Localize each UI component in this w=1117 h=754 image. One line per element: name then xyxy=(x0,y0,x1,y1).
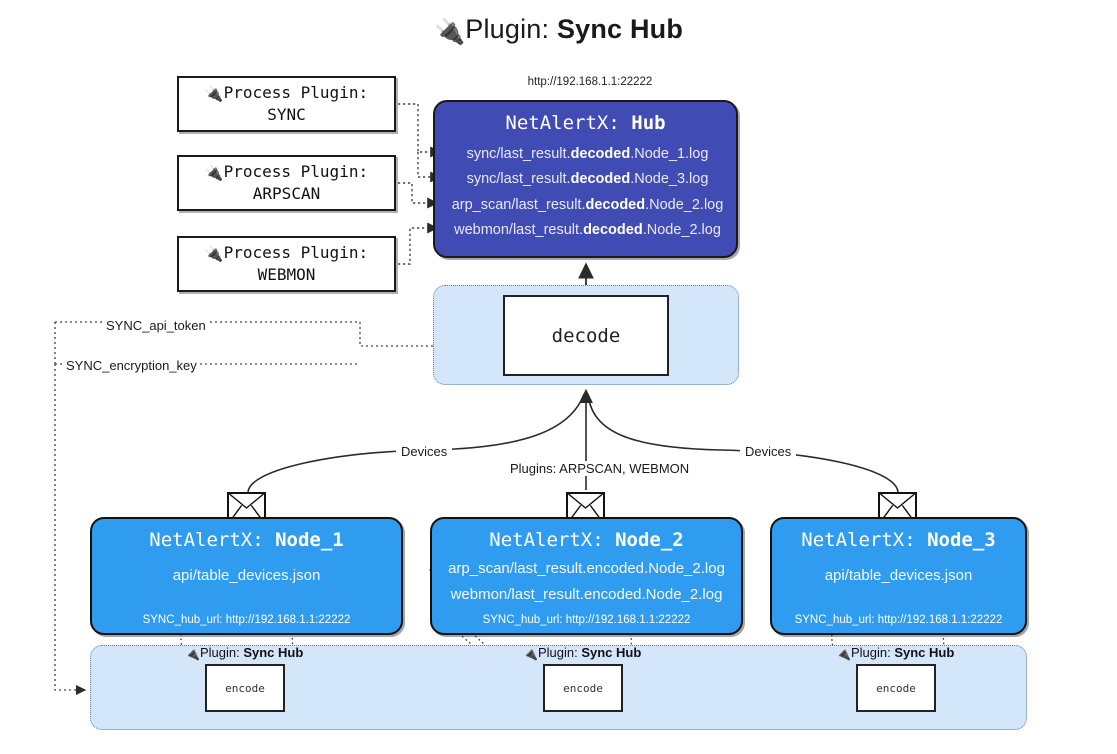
node-card-node-3[interactable]: NetAlertX: Node_3 api/table_devices.json… xyxy=(770,517,1027,635)
process-plugin-webmon-line1: 🔌Process Plugin: xyxy=(204,243,369,263)
node-hub-url: SYNC_hub_url: http://192.168.1.1:22222 xyxy=(482,614,691,626)
hub-url-label: http://192.168.1.1:22222 xyxy=(527,76,653,88)
hub-log-line: arp_scan/last_result.decoded.Node_2.log xyxy=(451,197,724,213)
edge-label-devices-right: Devices xyxy=(740,444,797,459)
node-title: NetAlertX: Node_2 xyxy=(489,529,684,551)
encode-box-node-2[interactable]: encode xyxy=(543,664,623,712)
encode-plugin-label-node-3: 🔌Plugin: Sync Hub xyxy=(836,645,955,661)
edge-label-plugins-middle: Plugins: ARPSCAN, WEBMON xyxy=(505,461,695,476)
node-title: NetAlertX: Node_3 xyxy=(801,529,996,551)
encode-plugin-label-node-1: 🔌Plugin: Sync Hub xyxy=(185,645,304,661)
page-title-prefix: Plugin: xyxy=(465,14,557,44)
process-plugin-sync[interactable]: 🔌Process Plugin: SYNC xyxy=(177,76,396,132)
page-title-name: Sync Hub xyxy=(556,14,684,44)
node-detail: api/table_devices.json xyxy=(824,567,973,584)
encode-box-node-3[interactable]: encode xyxy=(856,664,936,712)
process-plugin-webmon-line2: WEBMON xyxy=(257,265,316,284)
hub-log-line: sync/last_result.decoded.Node_3.log xyxy=(466,171,709,187)
sync-api-token-label: SYNC_api_token xyxy=(103,318,209,333)
process-plugin-webmon[interactable]: 🔌Process Plugin: WEBMON xyxy=(177,236,396,292)
decode-box[interactable]: decode xyxy=(503,295,669,376)
process-plugin-sync-line1: 🔌Process Plugin: xyxy=(204,83,369,103)
node-card-node-1[interactable]: NetAlertX: Node_1 api/table_devices.json… xyxy=(90,517,403,635)
node-detail: arp_scan/last_result.encoded.Node_2.log xyxy=(448,560,725,577)
plug-icon: 🔌 xyxy=(204,85,224,103)
node-card-node-2[interactable]: NetAlertX: Node_2 arp_scan/last_result.e… xyxy=(430,517,743,635)
process-plugin-arpscan-line2: ARPSCAN xyxy=(252,184,321,203)
encode-box-node-1[interactable]: encode xyxy=(205,664,285,712)
plug-icon: 🔌 xyxy=(523,647,538,661)
edge-label-devices-left: Devices xyxy=(396,444,453,459)
hub-log-line: webmon/last_result.decoded.Node_2.log xyxy=(454,222,721,238)
node-hub-url: SYNC_hub_url: http://192.168.1.1:22222 xyxy=(142,614,351,626)
plug-icon: 🔌 xyxy=(204,164,224,182)
plug-icon: 🔌 xyxy=(433,18,466,46)
node-detail: webmon/last_result.encoded.Node_2.log xyxy=(450,586,723,603)
hub-log-line: sync/last_result.decoded.Node_1.log xyxy=(466,146,709,162)
sync-encryption-key-label: SYNC_encryption_key xyxy=(63,358,200,373)
process-plugin-sync-line2: SYNC xyxy=(267,105,306,124)
plug-icon: 🔌 xyxy=(185,647,200,661)
process-plugin-arpscan-line1: 🔌Process Plugin: xyxy=(204,162,369,182)
encode-plugin-label-node-2: 🔌Plugin: Sync Hub xyxy=(523,645,642,661)
node-hub-url: SYNC_hub_url: http://192.168.1.1:22222 xyxy=(794,614,1003,626)
hub-title: NetAlertX: Hub xyxy=(505,112,666,134)
node-detail: api/table_devices.json xyxy=(172,567,321,584)
process-plugin-arpscan[interactable]: 🔌Process Plugin: ARPSCAN xyxy=(177,155,396,211)
plug-icon: 🔌 xyxy=(836,647,851,661)
node-title: NetAlertX: Node_1 xyxy=(149,529,344,551)
plug-icon: 🔌 xyxy=(204,245,224,263)
page-title: 🔌Plugin: Sync Hub xyxy=(0,14,1117,47)
hub-box[interactable]: NetAlertX: Hub sync/last_result.decoded.… xyxy=(433,100,738,258)
